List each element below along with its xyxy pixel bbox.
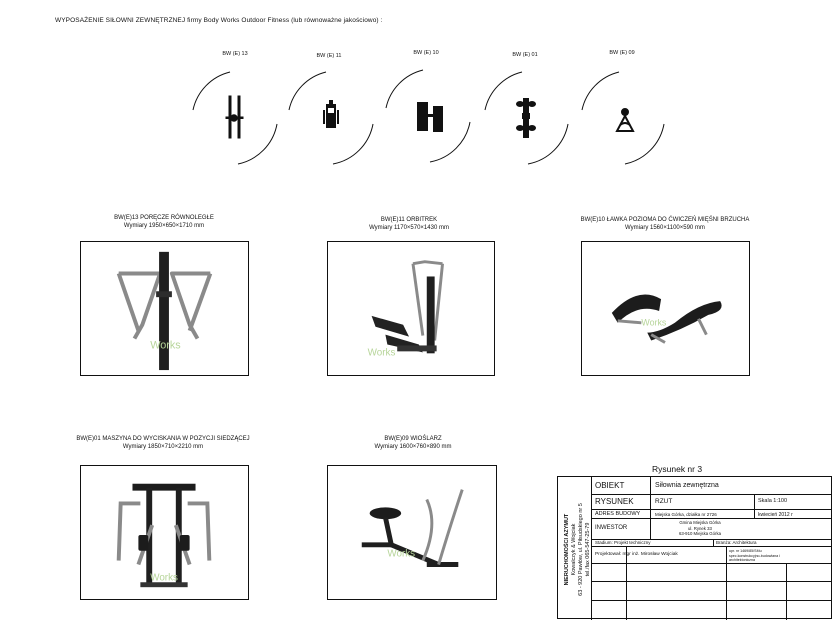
inwestor-line: 63-910 Miejska Górka: [678, 531, 722, 536]
rower-photo: Works: [327, 465, 497, 600]
watermark: Works: [387, 549, 415, 560]
date-value: kwiecień 2012 r: [758, 512, 793, 518]
equipment-title: BW(E)01 MASZYNA DO WYCISKANIA W POZYCJI …: [76, 436, 250, 442]
equipment-caption: BW(E)13 PORĘCZE RÓWNOLEGŁE Wymiary 1950×…: [114, 214, 214, 230]
equipment-caption: BW(E)10 ŁAWKA POZIOMA DO ĆWICZEŃ MIĘŚNI …: [581, 216, 750, 232]
inwestor-value: Gmina Miejska Górka ul. Rynek 33 63-910 …: [670, 520, 730, 537]
equipment-dims: Wymiary 1170×570×1430 mm: [369, 225, 449, 231]
equipment-dims: Wymiary 1950×650×1710 mm: [123, 223, 205, 229]
company-owner: Kowalczyk & Wojciak: [571, 523, 577, 576]
company-address: 63 - 920 Pawłów, ul. Piłsudskiego nr 5: [578, 503, 584, 596]
scale-value: Skala 1:100: [758, 498, 788, 504]
plan-code: BW (E) 11: [316, 53, 342, 59]
parallel-bars-icon: [225, 95, 244, 139]
obiekt-label: OBIEKT: [595, 481, 625, 490]
watermark: Works: [368, 347, 396, 358]
seated-press-icon: [516, 98, 536, 138]
inwestor-label: INWESTOR: [595, 525, 628, 531]
equipment-caption: BW(E)09 WIOŚLARZ Wymiary 1600×760×890 mm: [375, 435, 452, 451]
branza-value: Branża: Architektura: [716, 540, 757, 545]
equipment-dims: Wymiary 1850×710×2210 mm: [122, 444, 204, 450]
company-name: NIERUCHOMOŚCI AZYMUT: [564, 513, 570, 586]
watermark: Works: [150, 572, 178, 583]
inwestor-line: ul. Rynek 33: [688, 525, 712, 531]
parallel-bars-photo: Works: [80, 241, 249, 376]
plan-code: BW (E) 09: [609, 50, 635, 56]
obiekt-value: Siłownia zewnętrzna: [655, 482, 719, 489]
orbitrek-icon: [323, 100, 339, 128]
equipment-dims: Wymiary 1600×760×890 mm: [374, 444, 452, 450]
equipment-dims: Wymiary 1560×1100×590 mm: [625, 225, 705, 231]
equipment-title: BW(E)09 WIOŚLARZ: [384, 436, 442, 442]
equipment-title: BW(E)11 ORBITREK: [380, 217, 438, 223]
bench-icon: [417, 102, 443, 132]
inwestor-line: Gmina Miejska Górka: [679, 520, 721, 525]
drawing-number: Rysunek nr 3: [652, 464, 703, 474]
press-machine-photo: Works: [80, 465, 249, 600]
title-block: NIERUCHOMOŚCI AZYMUT Kowalczyk & Wojciak…: [557, 476, 832, 620]
plan-code: BW (E) 01: [512, 52, 538, 58]
projektowal-value: Projektował: mgr inż. Mirosław Wojciak: [595, 552, 678, 557]
equipment-title: BW(E)10 ŁAWKA POZIOMA DO ĆWICZEŃ MIĘŚNI …: [580, 217, 750, 223]
page-heading: WYPOSAŻENIE SIŁOWNI ZEWNĘTRZNEJ firmy Bo…: [55, 17, 383, 24]
adres-label: ADRES BUDOWY: [595, 511, 641, 517]
equipment-caption: BW(E)11 ORBITREK Wymiary 1170×570×1430 m…: [369, 216, 449, 232]
plan-symbols-drawing: [192, 69, 665, 165]
equipment-title: BW(E)13 PORĘCZE RÓWNOLEGŁE: [114, 215, 214, 221]
orbitrek-photo: Works: [327, 241, 495, 376]
plan-code: BW (E) 10: [413, 50, 439, 56]
plan-code: BW (E) 13: [222, 51, 248, 57]
company-phone: tel./fax 065-547-25-79: [585, 522, 591, 577]
watermark: Works: [641, 318, 667, 328]
rysunek-label: RYSUNEK: [595, 497, 634, 506]
company-stamp: NIERUCHOMOŚCI AZYMUT Kowalczyk & Wojciak…: [564, 482, 592, 617]
stadium-value: Stadium: Projekt techniczny: [595, 540, 651, 545]
adres-value: Miejska Górka, działka nr 2726: [655, 512, 717, 517]
equipment-caption: BW(E)01 MASZYNA DO WYCISKANIA W POZYCJI …: [76, 435, 249, 451]
bench-photo: Works: [581, 241, 750, 376]
watermark: Works: [150, 339, 181, 351]
rower-icon: [615, 108, 635, 132]
uprawnienia-value: upr. nr 1469/85/SMu spec.konstrukcyjno-b…: [729, 549, 780, 563]
rysunek-value: RZUT: [655, 498, 673, 505]
